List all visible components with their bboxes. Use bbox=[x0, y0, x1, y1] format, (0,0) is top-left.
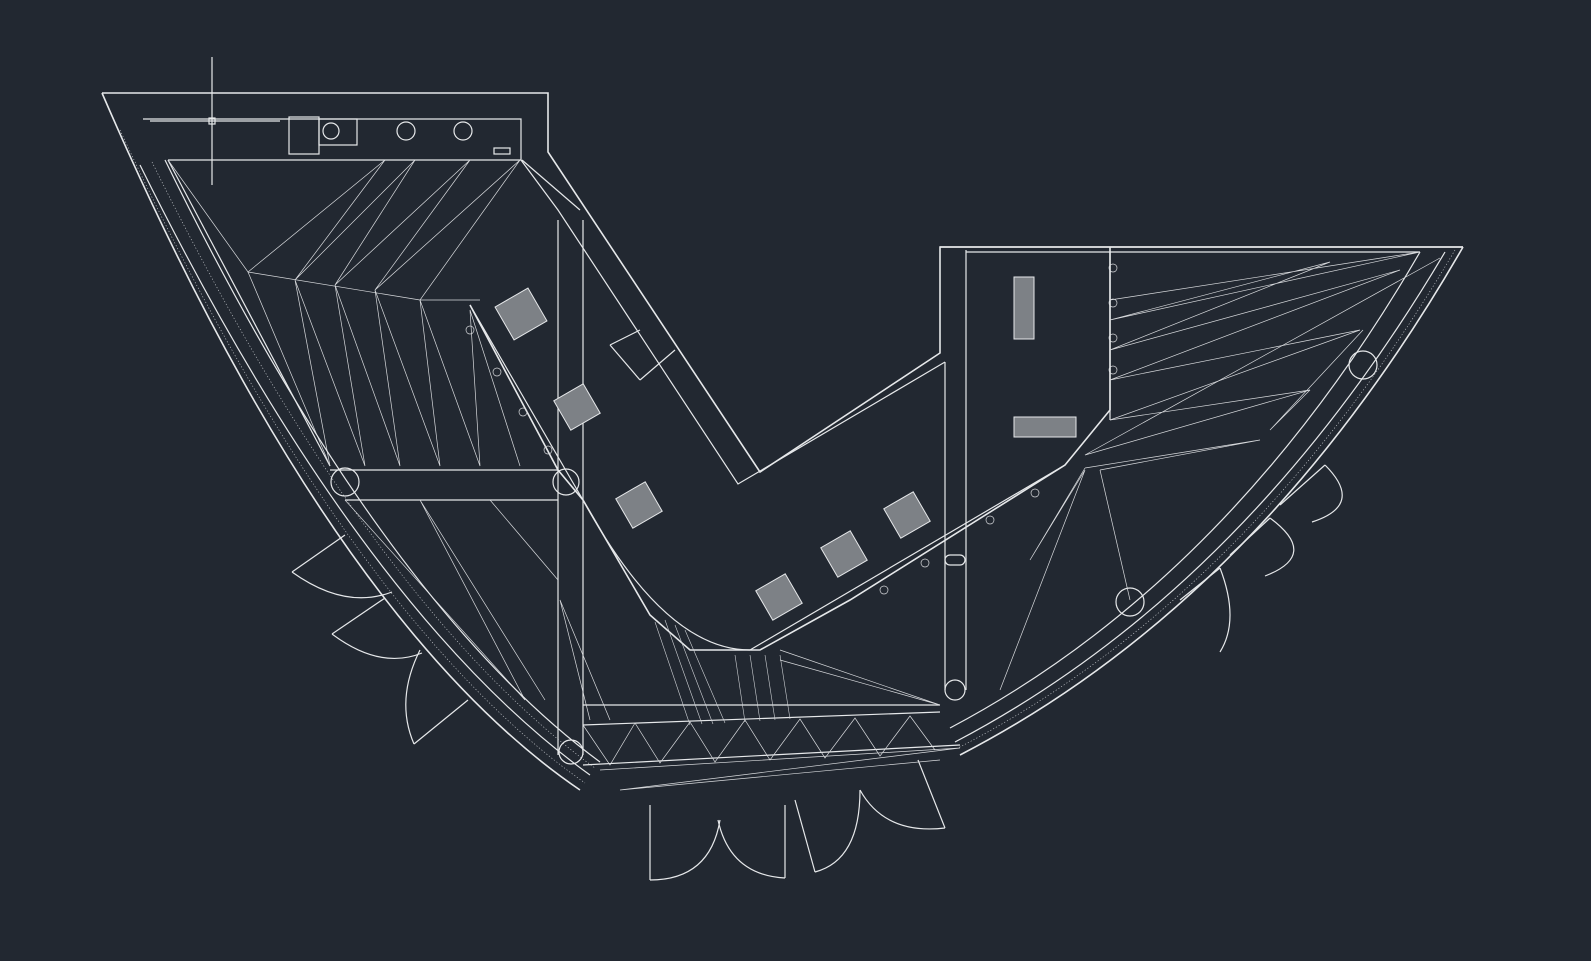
right-wing-triangulation bbox=[999, 251, 1441, 691]
bottom-band bbox=[559, 599, 961, 791]
right-wing-walls bbox=[940, 246, 1464, 756]
left-wing-walls bbox=[102, 92, 1463, 755]
central-corridor bbox=[465, 247, 1118, 701]
crosshair-cursor-icon bbox=[150, 57, 280, 185]
right-door-swings bbox=[1179, 464, 1343, 653]
left-wing-triangulation bbox=[167, 159, 559, 701]
left-door-swings bbox=[291, 534, 946, 881]
left-curved-facade bbox=[101, 92, 601, 791]
corridor-columns bbox=[465, 263, 1118, 595]
